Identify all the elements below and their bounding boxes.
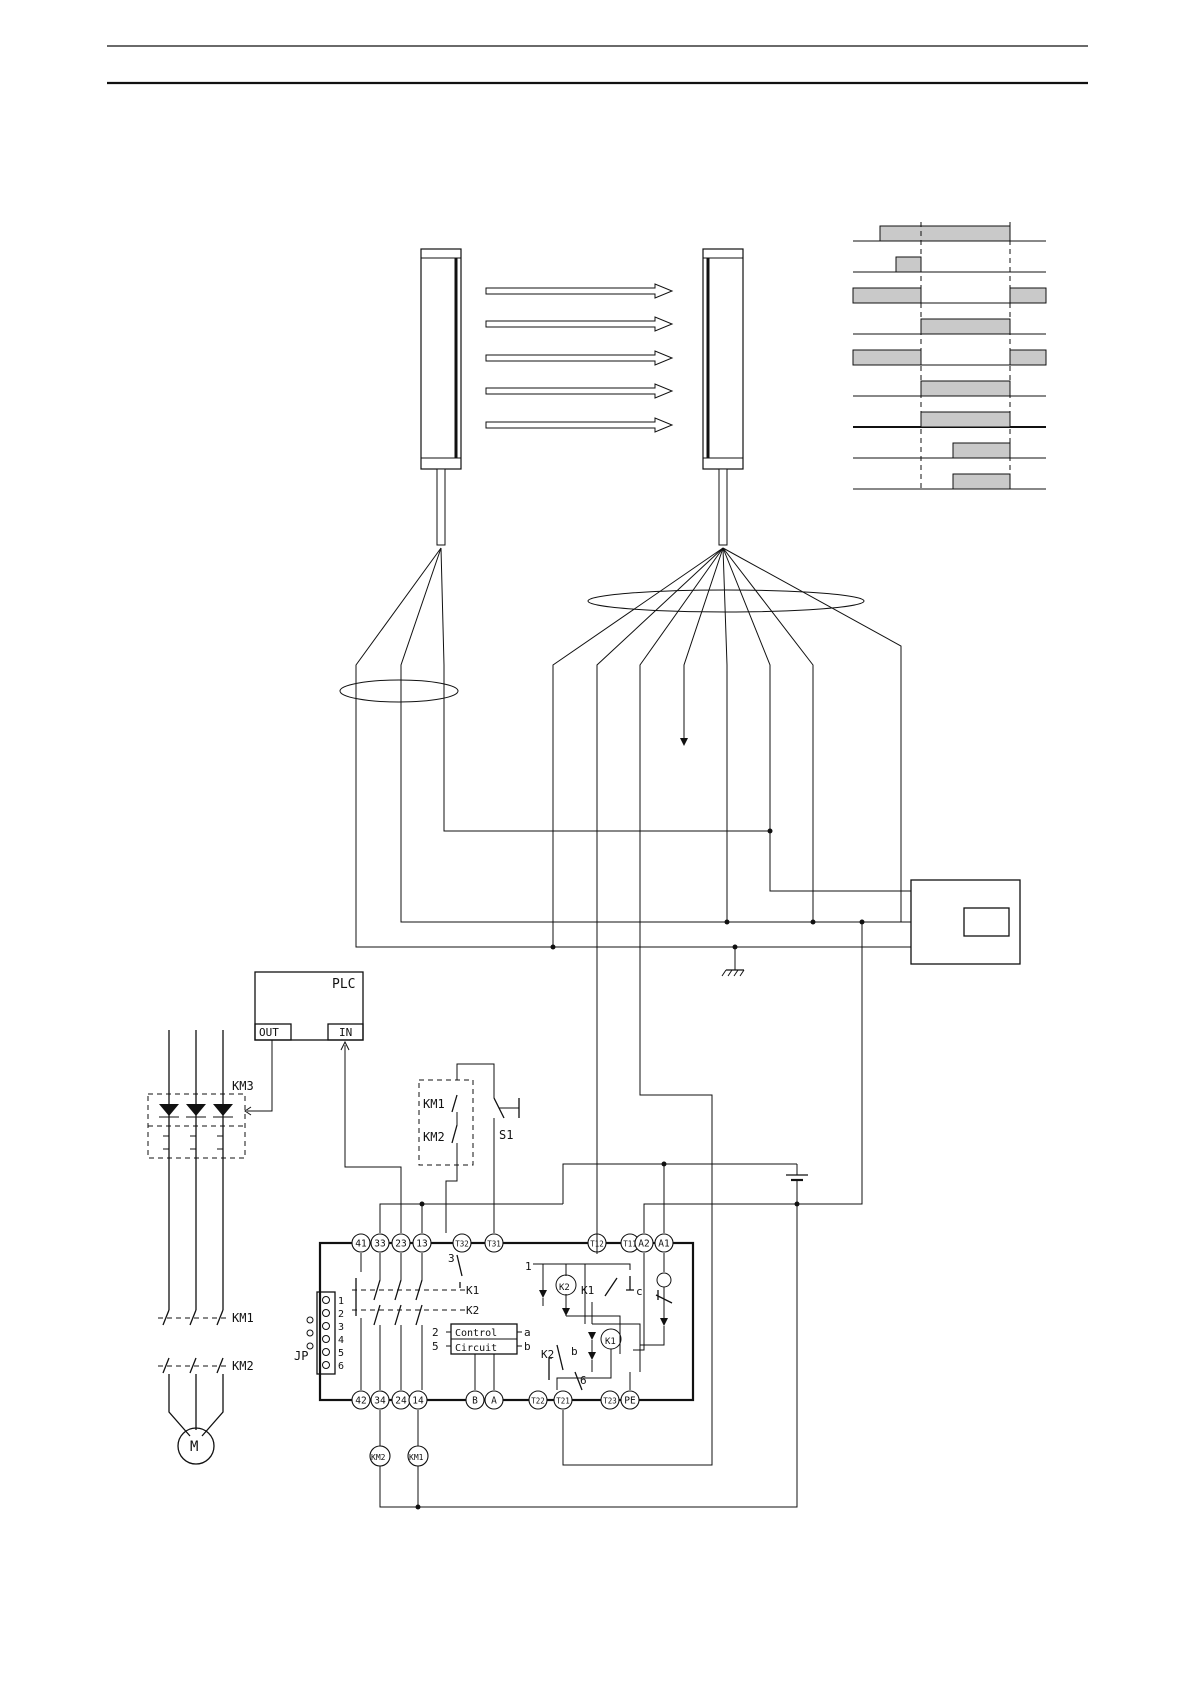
emitter-unit: [421, 249, 461, 545]
plc-title: PLC: [332, 977, 355, 992]
terminal-bottom-t22-label: T22: [531, 1397, 545, 1406]
relay-k1-label: K1: [466, 1284, 479, 1297]
terminal-top-a2: A2: [635, 1234, 653, 1252]
wire-plc-in: [345, 1045, 401, 1233]
relay-k2-label: K2: [466, 1304, 479, 1317]
s1-switch: [494, 1098, 519, 1233]
km1-contacts: [158, 1310, 230, 1326]
terminal-top-a1-label: A1: [658, 1239, 670, 1250]
mark-1: 1: [525, 1260, 532, 1273]
contact-k1-label: K1: [581, 1284, 594, 1297]
terminal-bottom-t23-label: T23: [603, 1397, 617, 1406]
wire-junctions: [551, 829, 865, 950]
s1-label: S1: [499, 1128, 513, 1142]
external-coils: [370, 1410, 428, 1486]
mark-2: 2: [432, 1326, 439, 1339]
jp-pin-4: 4: [338, 1335, 344, 1346]
emitter-cable: [340, 548, 911, 947]
mark-3: 3: [448, 1252, 455, 1265]
terminal-bottom-34-label: 34: [374, 1396, 386, 1407]
terminal-top-23: 23: [392, 1234, 410, 1252]
terminal-top-33-label: 33: [374, 1239, 385, 1250]
ground-icon: [722, 947, 744, 976]
terminal-top-33: 33: [371, 1234, 389, 1252]
km1-contact-label: KM1: [232, 1311, 254, 1325]
motor-leads: [169, 1374, 223, 1436]
terminal-top-t31: T31: [485, 1234, 503, 1252]
mark-c: c: [636, 1285, 643, 1298]
receiver-unit: [703, 249, 743, 545]
terminal-top-a2-label: A2: [638, 1239, 649, 1250]
terminal-top-t32-label: T32: [455, 1240, 469, 1249]
terminal-bottom-14: 14: [409, 1391, 427, 1409]
coil-k2-label: K2: [559, 1283, 570, 1293]
terminal-bottom-t22: T22: [529, 1391, 547, 1409]
terminal-bottom-24: 24: [392, 1391, 410, 1409]
km2-contacts: [158, 1358, 230, 1374]
control-circuit-line1: Control: [455, 1328, 497, 1339]
wire-feedback: [446, 1165, 457, 1233]
coil-km2-label: KM2: [371, 1453, 386, 1462]
three-phase-lines: [169, 1030, 223, 1310]
jp-label: JP: [294, 1349, 308, 1363]
terminal-bottom-b: B: [466, 1391, 484, 1409]
plc-out-label: OUT: [259, 1026, 279, 1039]
terminal-bottom-a-label: A: [491, 1396, 497, 1407]
mark-b2: b: [571, 1345, 578, 1358]
terminal-top-41-label: 41: [355, 1239, 367, 1250]
terminal-top-t32: T32: [453, 1234, 471, 1252]
terminal-top-23-label: 23: [395, 1239, 406, 1250]
jp-pin-3: 3: [338, 1322, 344, 1333]
coil-km1-label: KM1: [409, 1453, 424, 1462]
terminal-top-13: 13: [413, 1234, 431, 1252]
jp-pin-2: 2: [338, 1309, 344, 1320]
terminal-bottom-34: 34: [371, 1391, 389, 1409]
wire-supply-to-a1: [797, 922, 862, 1204]
terminal-bottom-a: A: [485, 1391, 503, 1409]
safety-relay-module: [320, 1243, 693, 1400]
km2-contact-label: KM2: [232, 1359, 254, 1373]
terminal-bottom-t21: T21: [554, 1391, 572, 1409]
feedback-contact-box: [419, 1064, 494, 1165]
terminal-bottom-42-label: 42: [355, 1396, 366, 1407]
terminal-top-t31-label: T31: [487, 1240, 501, 1249]
terminal-top-a1: A1: [655, 1234, 673, 1252]
contact-k2-label: K2: [541, 1348, 554, 1361]
km3-label: KM3: [232, 1079, 254, 1093]
terminal-bottom-14-label: 14: [412, 1396, 424, 1407]
terminal-bottom-42: 42: [352, 1391, 370, 1409]
coil-k1-label: K1: [605, 1337, 616, 1347]
terminal-bottom-t21-label: T21: [556, 1397, 570, 1406]
mark-5: 5: [432, 1340, 439, 1353]
terminal-top-13-label: 13: [416, 1239, 427, 1250]
terminal-bottom-t23: T23: [601, 1391, 619, 1409]
terminal-bottom-pe-label: PE: [624, 1396, 636, 1407]
jp-pin-1: 1: [338, 1296, 344, 1307]
terminal-bottom-b-label: B: [472, 1396, 478, 1407]
feedback-km2-label: KM2: [423, 1130, 445, 1144]
light-beam-arrows: [486, 284, 672, 432]
wire-plc-out: [247, 1040, 272, 1111]
terminal-bottom-24-label: 24: [395, 1396, 407, 1407]
terminal-top-41: 41: [352, 1234, 370, 1252]
mark-b: b: [524, 1340, 531, 1353]
feedback-km1-label: KM1: [423, 1097, 445, 1111]
mark-a: a: [524, 1326, 531, 1339]
terminal-bottom-pe: PE: [621, 1391, 639, 1409]
jp-pin-6: 6: [338, 1361, 344, 1372]
mark-6: 6: [580, 1374, 587, 1387]
jp-pin-5: 5: [338, 1348, 344, 1359]
timing-chart: [853, 222, 1046, 489]
power-supply-box: [911, 880, 1020, 964]
plc-in-label: IN: [339, 1026, 352, 1039]
motor-label: M: [190, 1439, 198, 1455]
control-circuit-line2: Circuit: [455, 1343, 497, 1354]
